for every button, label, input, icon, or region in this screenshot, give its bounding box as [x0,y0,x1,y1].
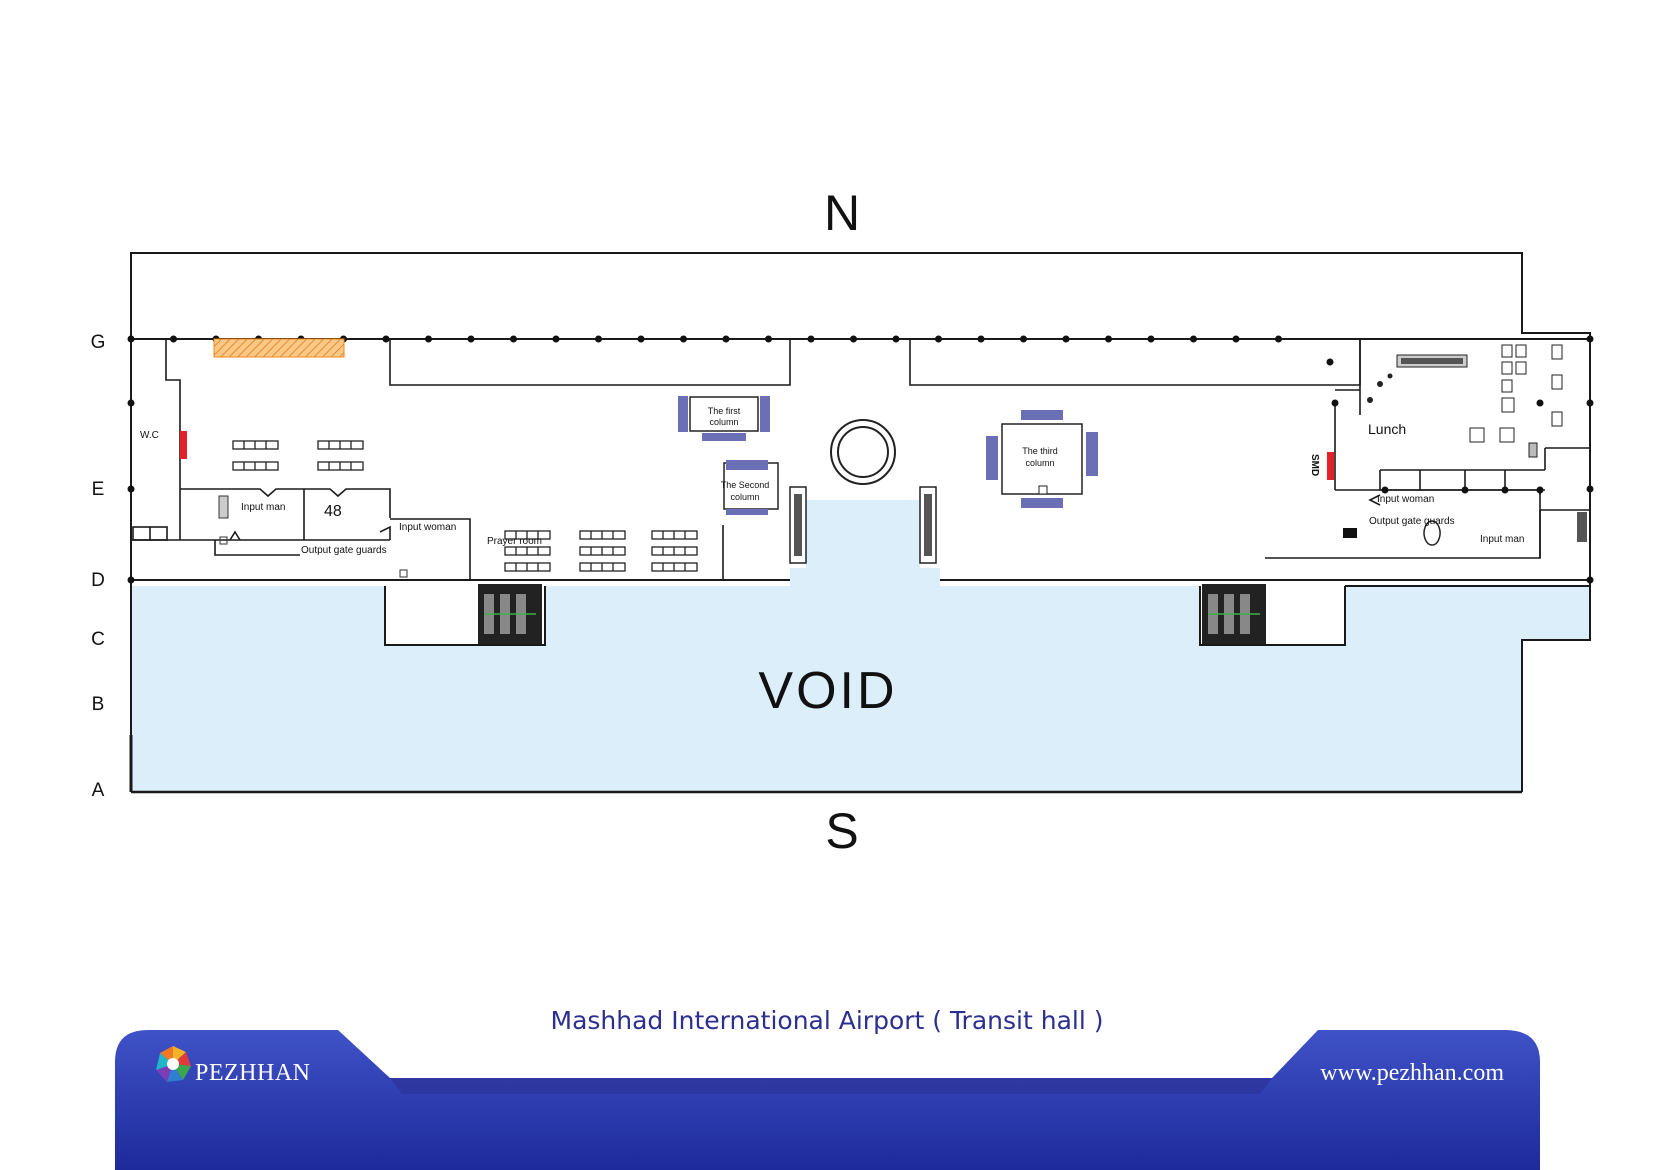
interior-walls [131,339,1590,581]
column-dot [1147,335,1155,343]
escalator-left [478,584,542,644]
column-dot [1381,486,1389,494]
central-rotunda [830,419,896,485]
outer-walls [129,252,1591,794]
column-dot [552,335,560,343]
void-label: VOID [758,662,897,720]
wc-label: W.C [140,430,159,441]
lunch-label: Lunch [1368,421,1406,437]
output-gate-guards-left-label: Output gate guards [301,545,387,556]
column-dot [850,335,857,343]
column-dot [382,335,390,343]
small-box-left [219,536,228,545]
red-marker-smd [1327,452,1334,480]
grid-row-c: C [91,629,105,650]
column-dot [127,335,135,343]
column-dot [977,335,985,343]
room-labels: W.C Input man 48 Input woman Output gate… [140,421,1524,556]
column-dot [127,485,135,493]
third-column-label-2: column [1025,458,1054,468]
column-dot [170,335,177,343]
column-dot [1586,485,1594,493]
red-marker-wc [180,431,187,459]
map-title: Mashhad International Airport ( Transit … [550,1006,1104,1035]
benches-left [232,440,364,471]
column-dot [1586,335,1594,343]
input-man-left-label: Input man [241,502,285,513]
column-dot [1232,335,1240,343]
column-dot [1020,335,1027,343]
benches-center [504,530,698,572]
column-dot [595,335,602,343]
column-dot [1105,335,1112,343]
input-man-right-label: Input man [1480,534,1524,545]
grid-row-e: E [92,479,105,500]
column-dot [807,335,815,343]
second-column-label-2: column [730,492,759,502]
footer-band [115,1030,1540,1170]
column-dot [1501,486,1509,494]
grid-row-b: B [92,694,105,715]
column-dot [1326,358,1334,366]
column-dot [510,335,517,343]
second-column-label-1: The Second [721,480,770,490]
room-number-48: 48 [324,503,342,520]
first-column-kiosk: The first column [678,396,770,441]
column-dot [467,335,475,343]
column-dot [1536,399,1544,407]
column-dot [722,335,730,343]
website-link[interactable]: www.pezhhan.com [1320,1060,1504,1086]
column-dot [637,335,645,343]
grid-row-g: G [91,332,106,353]
column-dot [765,335,772,343]
column-dot [1331,399,1339,407]
void-area [131,500,1590,792]
column-dot [1586,576,1594,584]
pezhhan-logo-icon [156,1046,191,1082]
kiosk-left [218,495,229,519]
north-label: N [824,185,860,241]
input-woman-right-label: Input woman [1377,494,1434,505]
column-dot [127,576,135,584]
vertical-escalator-left [789,486,807,564]
third-column-kiosk: The third column [986,410,1098,508]
hatched-area [213,338,345,358]
column-dot [680,335,687,343]
small-box-corridor [399,569,408,578]
first-column-label-1: The first [708,406,741,416]
grid-row-labels: G E D C B A [91,332,106,801]
vertical-escalator-right [919,486,937,564]
column-dot [1536,486,1544,494]
column-dot [1586,399,1594,407]
grid-row-d: D [91,570,105,591]
third-column-label-1: The third [1022,446,1058,456]
second-column-kiosk: The Second column [721,460,779,515]
smd-label: SMD [1309,454,1320,476]
brand-name: PEZHHAN [195,1060,311,1086]
grid-row-a: A [92,780,105,801]
lunch-fixtures [1343,344,1587,546]
south-label: S [825,803,858,859]
first-column-label-2: column [709,417,738,427]
prayer-room-label: Prayer room [487,536,542,547]
input-woman-left-label: Input woman [399,522,456,533]
column-dot [935,335,942,343]
column-dot [425,335,432,343]
column-dot [1275,335,1282,343]
escalator-right [1202,584,1266,644]
column-dot [892,335,900,343]
column-dot [1461,486,1469,494]
column-dot [1190,335,1197,343]
output-gate-guards-right-label: Output gate guards [1369,516,1455,527]
column-dot [1062,335,1070,343]
column-dot [127,399,135,407]
column-dots [127,335,1594,584]
